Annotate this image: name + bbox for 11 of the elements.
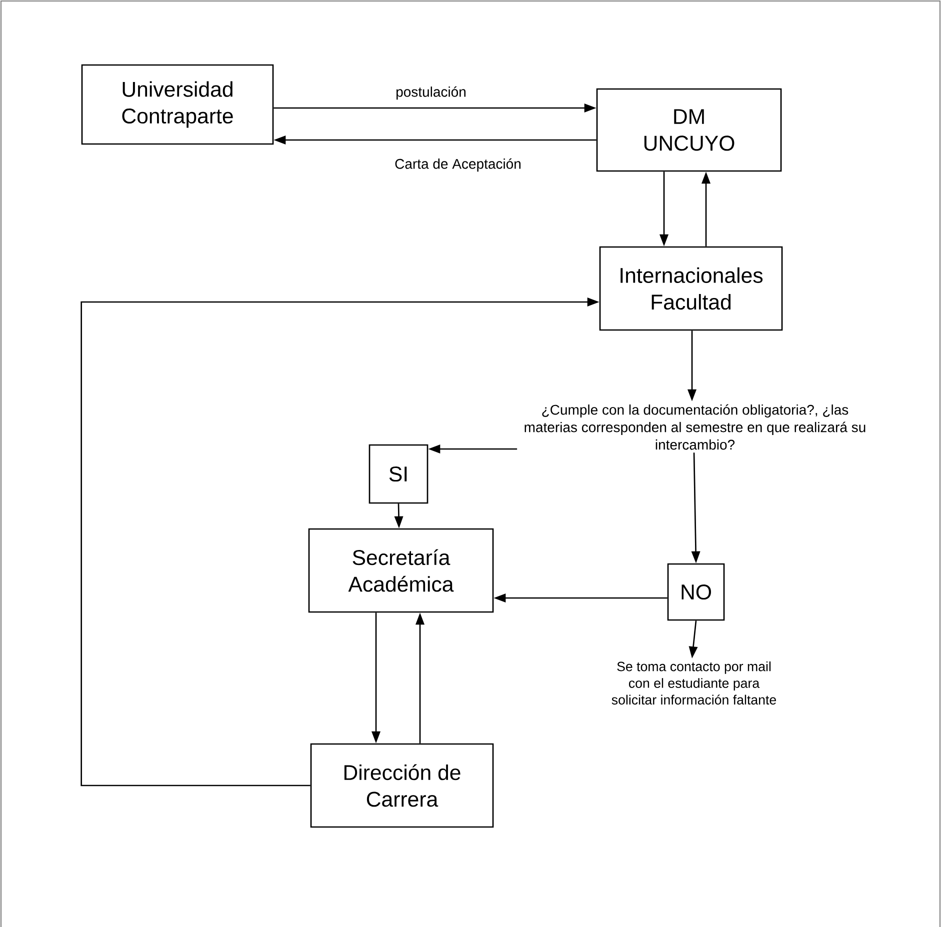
question-text: ¿Cumple con la documentación obligatoria?, ¿las materias corresponden al semestre en que realizará su intercambio? bbox=[524, 404, 866, 450]
process-box: Internacionales Facultad bbox=[599, 246, 783, 331]
process-box: Dirección de Carrera bbox=[310, 743, 494, 828]
process-box: DM UNCUYO bbox=[596, 88, 782, 172]
answer-box: NO bbox=[667, 563, 725, 621]
edge-label: Carta de Aceptación bbox=[395, 158, 520, 172]
process-box: Universidad Contraparte bbox=[81, 64, 274, 145]
answer-box: SI bbox=[368, 444, 428, 504]
process-box: Secretaría Académica bbox=[308, 528, 494, 613]
note-text: Se toma contacto por mail con el estudiante para solicitar información faltante bbox=[612, 661, 776, 705]
edge-label: postulación bbox=[396, 86, 466, 100]
